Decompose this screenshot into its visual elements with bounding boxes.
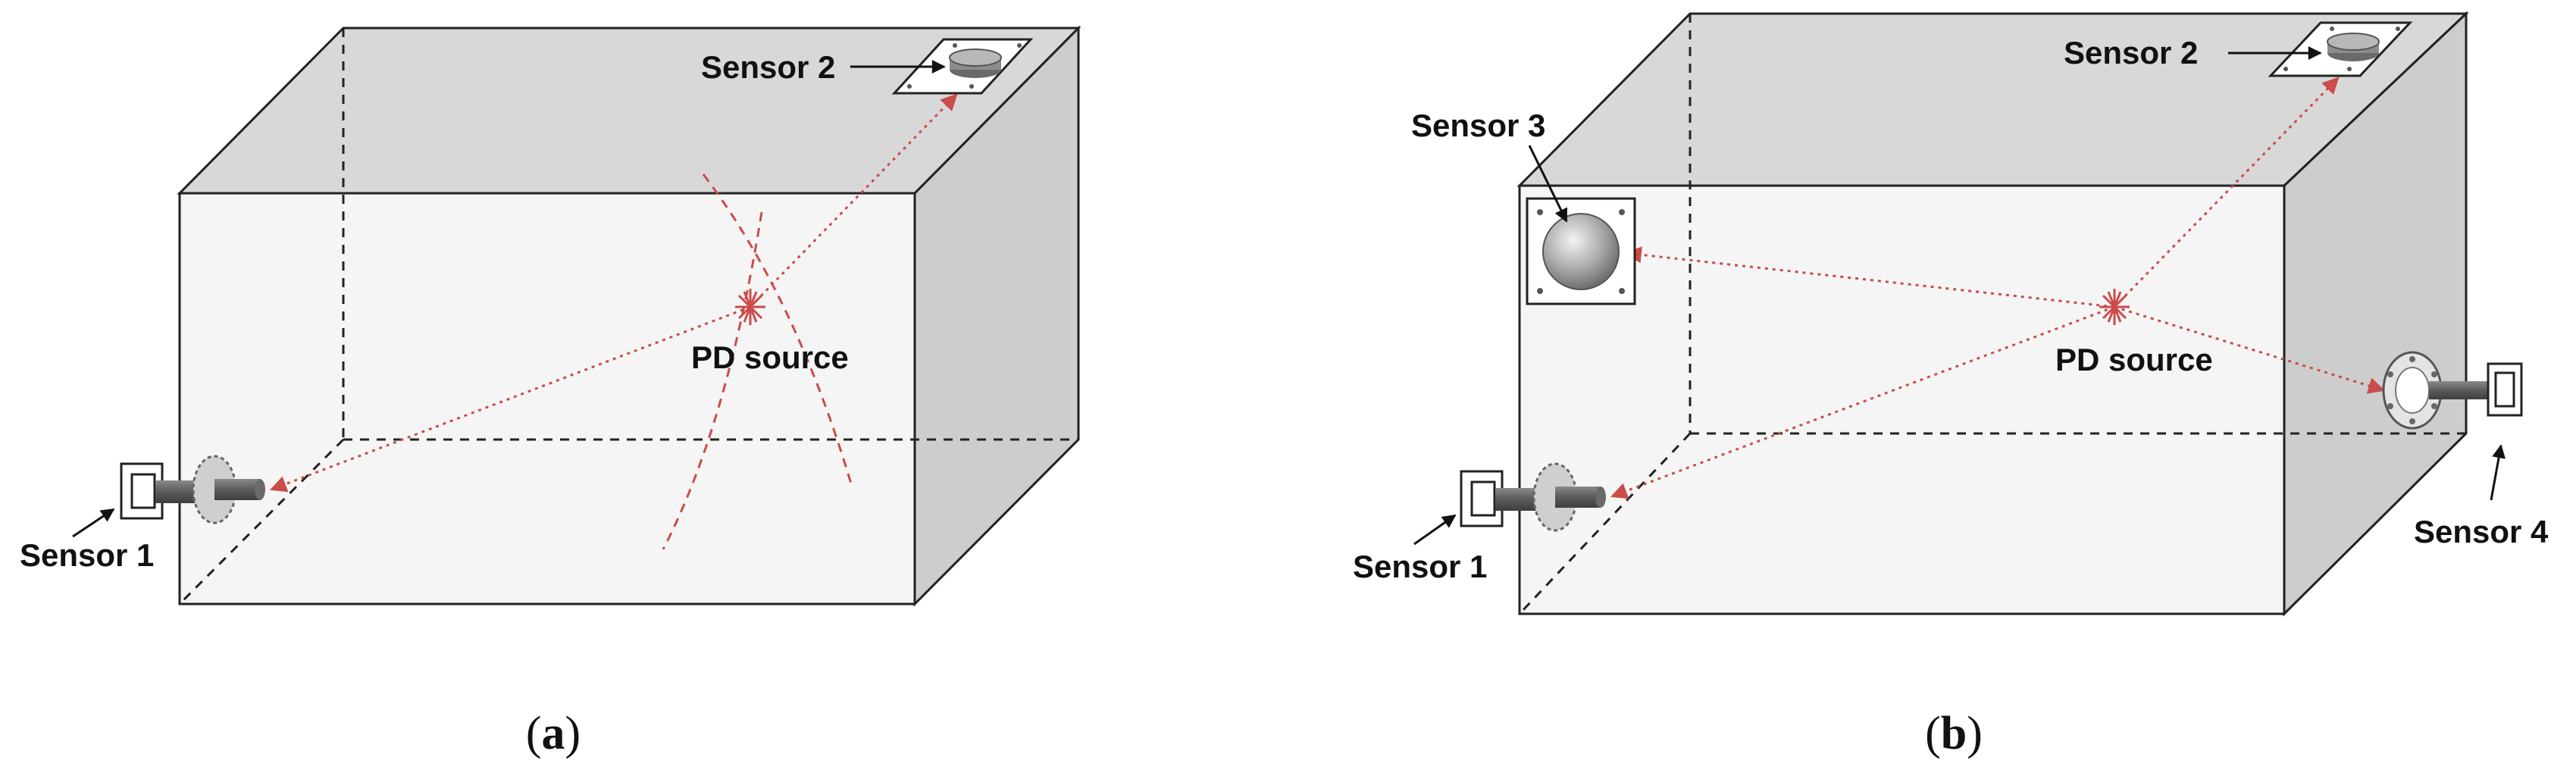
pd-source-label: PD source xyxy=(691,340,849,375)
sensor-1-label: Sensor 1 xyxy=(20,537,154,573)
panel-b: PD source Sensor 2 Sensor 3 xyxy=(1353,11,2549,759)
flange-sensor-icon xyxy=(120,455,265,524)
sensor-1-pointer xyxy=(72,508,115,538)
sensor-2-label: Sensor 2 xyxy=(701,49,835,85)
pd-source-icon xyxy=(2099,289,2130,325)
caption-b: (b) xyxy=(1925,708,1983,759)
sensor-1-pointer xyxy=(1413,514,1457,546)
disc-sensor-icon xyxy=(891,38,1034,95)
panel-a: PD source Sensor 2 Sensor 1 (a) xyxy=(20,25,1081,759)
caption-b-letter: b xyxy=(1941,708,1967,759)
wave-arcs xyxy=(662,174,854,550)
pd-source-label: PD source xyxy=(2055,342,2213,377)
hemisphere-sensor-icon xyxy=(1526,197,1636,305)
pd-source-icon xyxy=(735,289,765,325)
caption-a: (a) xyxy=(526,708,581,759)
flange-sensor-icon xyxy=(1460,462,1606,532)
propagation-paths xyxy=(269,93,958,493)
sensor-4-label: Sensor 4 xyxy=(2414,514,2549,549)
disc-sensor-icon xyxy=(2268,21,2413,77)
hidden-edges xyxy=(178,28,1078,605)
box-front-face xyxy=(178,192,916,605)
sensor-4-pointer xyxy=(2490,444,2506,501)
hidden-edges xyxy=(1518,14,2466,615)
propagation-paths xyxy=(1610,77,2386,499)
sensor-1-label: Sensor 1 xyxy=(1353,549,1487,584)
flange-sensor-icon xyxy=(2382,351,2523,430)
caption-a-letter: a xyxy=(542,708,565,759)
sensor-2-label: Sensor 2 xyxy=(2064,35,2198,70)
box-front-face xyxy=(1518,184,2286,615)
sensor-3-pointer xyxy=(1528,145,1568,223)
sensor-3-label: Sensor 3 xyxy=(1411,108,1545,143)
